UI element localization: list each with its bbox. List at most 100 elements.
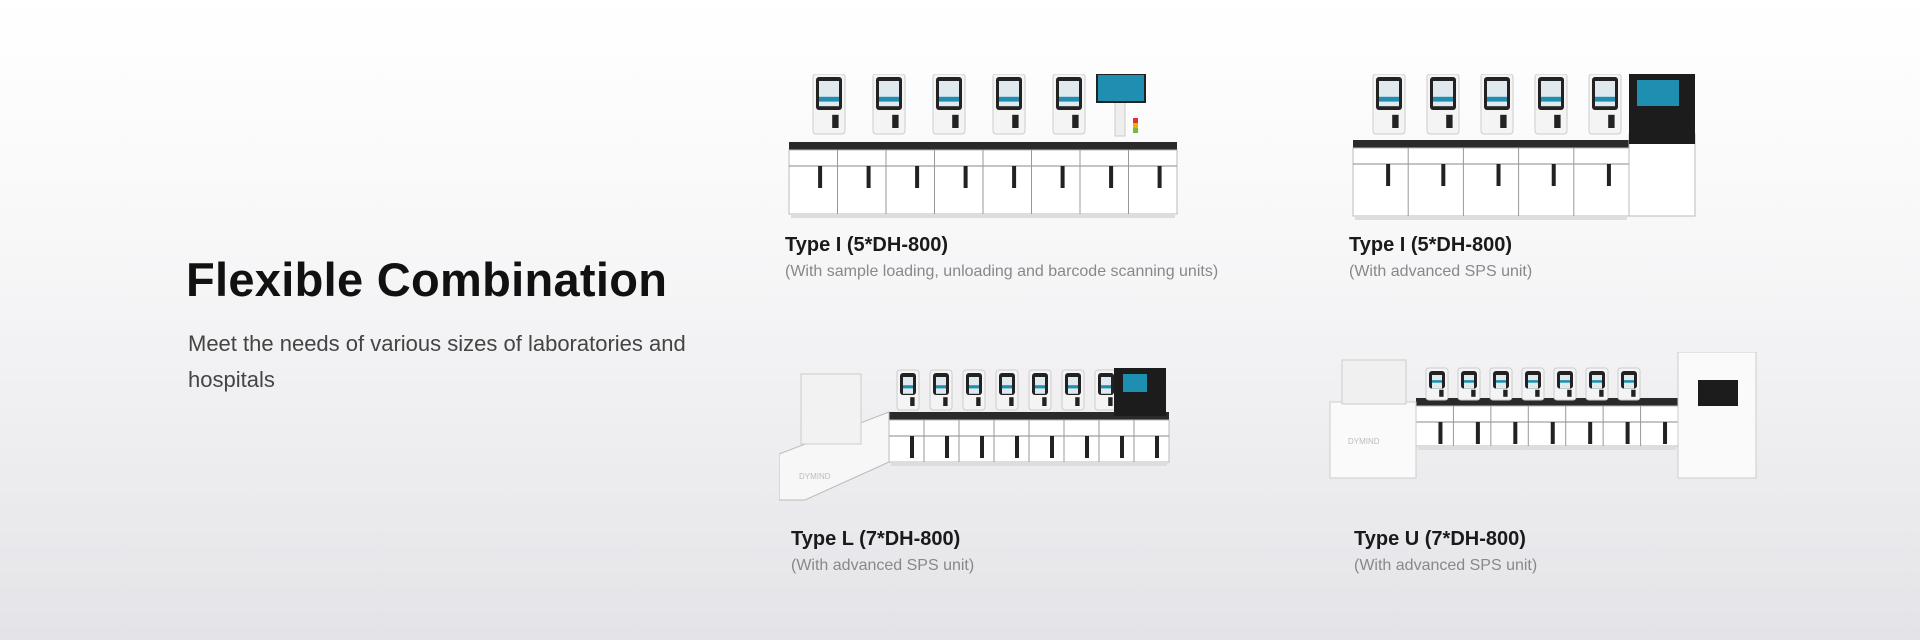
loading-unit [800, 373, 862, 445]
analyzer-screen-bar [819, 96, 839, 102]
conveyor-track [889, 412, 1169, 420]
conveyor-track [789, 142, 1177, 150]
cabinet-handle [1109, 166, 1114, 188]
config-subtitle: (With advanced SPS unit) [1354, 557, 1538, 574]
analyzer-slot [1567, 389, 1572, 397]
floor-shadow [1418, 446, 1676, 450]
analyzer-slot [910, 397, 915, 406]
loading-wing [1329, 401, 1417, 479]
config-subtitle: (With advanced SPS unit) [791, 557, 975, 574]
config-card-type-l: DYMIND [779, 364, 1174, 504]
analyzer-screen-bar [1433, 96, 1453, 102]
analyzer-slot [892, 114, 899, 128]
cabinet-handle [1050, 436, 1054, 458]
analyzer-screen-bar [1068, 385, 1078, 389]
config-card-type-i-sps [1347, 74, 1697, 220]
analyzer-screen-bar [1464, 380, 1474, 383]
analyzer-screen [1379, 81, 1399, 107]
cabinet-handle [915, 166, 920, 188]
cabinet-handle [1386, 164, 1391, 186]
section-subtitle: Meet the needs of various sizes of labor… [188, 331, 686, 392]
monitor-screen [1096, 74, 1146, 103]
cabinet-handle [866, 166, 871, 188]
cabinet-handle [1438, 422, 1443, 444]
analyzer-slot [1009, 397, 1014, 406]
floor-shadow [891, 462, 1167, 466]
analyzer-screen-bar [1624, 380, 1634, 383]
cabinet-row [1415, 405, 1679, 447]
analyzer-slot [1608, 114, 1615, 128]
analyzer-screen-bar [999, 96, 1019, 102]
analyzer-slot [1599, 389, 1604, 397]
analyzer-screen-bar [969, 385, 979, 389]
config-subtitle: (With sample loading, unloading and barc… [785, 263, 1219, 280]
status-light-green [1133, 128, 1138, 133]
cabinet-handle [1588, 422, 1593, 444]
analyzer-screen-bar [1059, 96, 1079, 102]
config-title: Type I (5*DH-800) [1349, 234, 1513, 256]
type-i-sps-system-image [1352, 74, 1696, 220]
cabinet-handle [1157, 166, 1162, 188]
analyzer-slot [976, 397, 981, 406]
cabinet-handle [1551, 164, 1556, 186]
analyzer-slot [1392, 114, 1399, 128]
analyzer-screen [1541, 81, 1561, 107]
loading-unit [1341, 359, 1407, 405]
brand-mark: DYMIND [1348, 437, 1380, 446]
analyzer-slot [1535, 389, 1540, 397]
analyzer-screen-bar [1592, 380, 1602, 383]
config-title: Type L (7*DH-800) [791, 528, 961, 550]
analyzer-screen-bar [1528, 380, 1538, 383]
analyzer-screen-bar [1432, 380, 1442, 383]
cabinet-handle [945, 436, 949, 458]
type-i-loading-system-image [788, 74, 1178, 218]
analyzer-screen-bar [936, 385, 946, 389]
config-card-type-i-loading [785, 74, 1180, 220]
analyzer-screen-bar [1595, 96, 1615, 102]
analyzer-slot [1072, 114, 1079, 128]
analyzer-slot [1631, 389, 1636, 397]
floor-shadow [1355, 216, 1627, 220]
status-light-yellow [1133, 123, 1138, 128]
cabinet-handle [1060, 166, 1065, 188]
conveyor-track [1353, 140, 1629, 148]
analyzer-screen-bar [1560, 380, 1570, 383]
config-title: Type U (7*DH-800) [1354, 528, 1526, 550]
analyzer-screen [939, 81, 959, 107]
analyzer-screen-bar [1379, 96, 1399, 102]
analyzer-slot [1446, 114, 1453, 128]
analyzer-screen [879, 81, 899, 107]
config-card-type-u: DYMIND [1318, 352, 1758, 482]
conveyor-track [1416, 398, 1678, 406]
section-title: Flexible Combination [186, 253, 668, 306]
cabinet-handle [1513, 422, 1518, 444]
cabinet-handle [1625, 422, 1630, 444]
sps-screen [1637, 80, 1679, 106]
analyzer-slot [943, 397, 948, 406]
analyzer-screen-bar [1002, 385, 1012, 389]
analyzer-screen-bar [903, 385, 913, 389]
cabinet-handle [980, 436, 984, 458]
cabinet-handle [963, 166, 968, 188]
cabinet-handle [1012, 166, 1017, 188]
cabinet-handle [1496, 164, 1501, 186]
analyzer-slot [832, 114, 839, 128]
cabinet-handle [1441, 164, 1446, 186]
cabinet-handle [1120, 436, 1124, 458]
status-light-red [1133, 118, 1138, 123]
cabinet-handle [1606, 164, 1611, 186]
sps-screen [1123, 374, 1147, 392]
analyzer-slot [1554, 114, 1561, 128]
analyzer-screen [1487, 81, 1507, 107]
cabinet-row [1352, 147, 1630, 217]
cabinet-handle [1015, 436, 1019, 458]
cabinet-handle [1550, 422, 1555, 444]
cabinet-handle [910, 436, 914, 458]
analyzer-slot [1075, 397, 1080, 406]
config-title: Type I (5*DH-800) [785, 234, 949, 256]
analyzer-screen-bar [1496, 380, 1506, 383]
analyzer-screen-bar [939, 96, 959, 102]
cabinet-handle [1663, 422, 1668, 444]
analyzer-screen-bar [1101, 385, 1111, 389]
analyzer-screen [1433, 81, 1453, 107]
